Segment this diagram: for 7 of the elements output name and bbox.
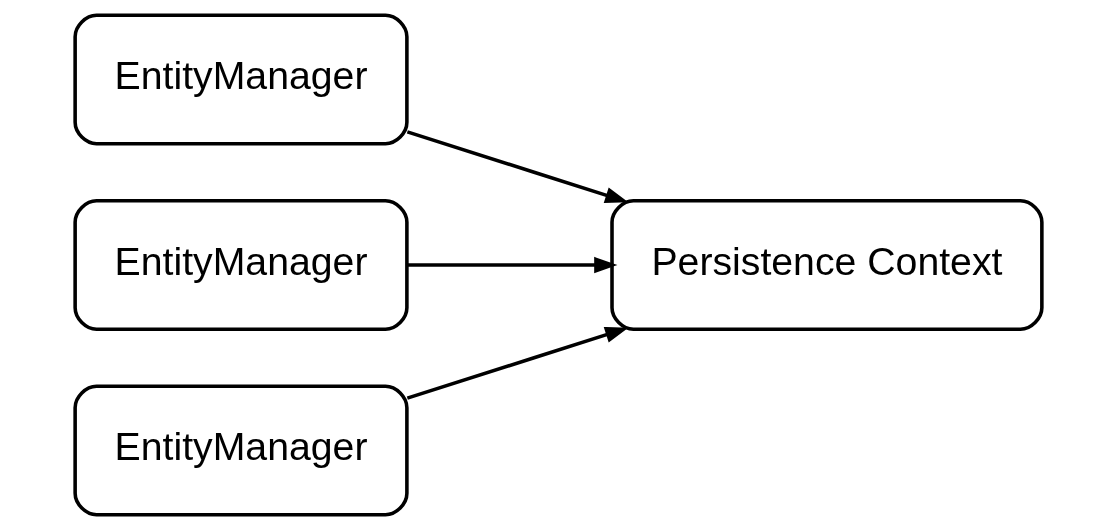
node-box: EntityManager [72,199,409,331]
arrow [406,256,617,274]
arrow [406,130,628,203]
node-box: EntityManager [72,13,409,146]
node-box: Persistence Context [609,199,1044,331]
arrow [406,327,628,400]
node-box: EntityManager [72,384,409,517]
